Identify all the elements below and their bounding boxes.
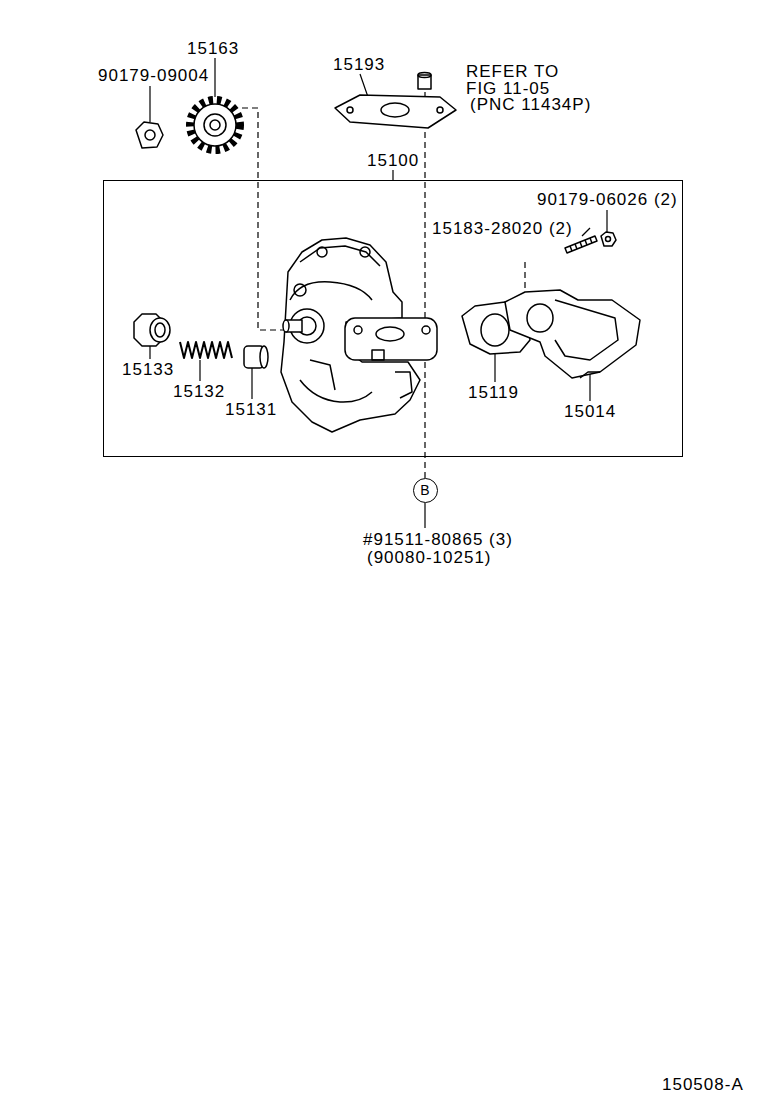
gasket [335,95,456,128]
callout-number: 15193 [333,56,385,73]
part-number: (90080-10251) [367,549,492,566]
part-number: 90179-06026 (2) [537,191,678,208]
callout-number: 15131 [225,401,277,418]
spring [180,342,232,358]
sleeve [418,73,431,90]
assembly-lines [242,92,525,478]
reference-letter: B [420,482,429,499]
pump-cover [505,290,640,378]
reference-circle: B [413,478,438,503]
callout-number: 15132 [173,383,225,400]
assembly-number: 15100 [367,152,419,169]
part-number: #91511-80865 (3) [363,531,513,548]
callout-number: 15014 [564,403,616,420]
sprocket [190,100,240,150]
nut [601,232,616,246]
pump-body [281,238,437,432]
part-number: 90179-09004 [98,67,209,84]
nut [136,122,163,148]
callout-number: 15133 [122,361,174,378]
note: FIG 11-05 [466,80,550,97]
cap-plug [134,314,170,346]
relief-valve [244,346,268,368]
part-number: 15183-28020 (2) [432,220,573,237]
callout-number: 15163 [187,40,239,57]
figure-id: 150508-A [662,1076,744,1093]
stud [565,236,597,253]
callout-number: 15119 [468,384,519,401]
note: REFER TO [466,63,559,80]
note: (PNC 11434P) [470,96,591,113]
